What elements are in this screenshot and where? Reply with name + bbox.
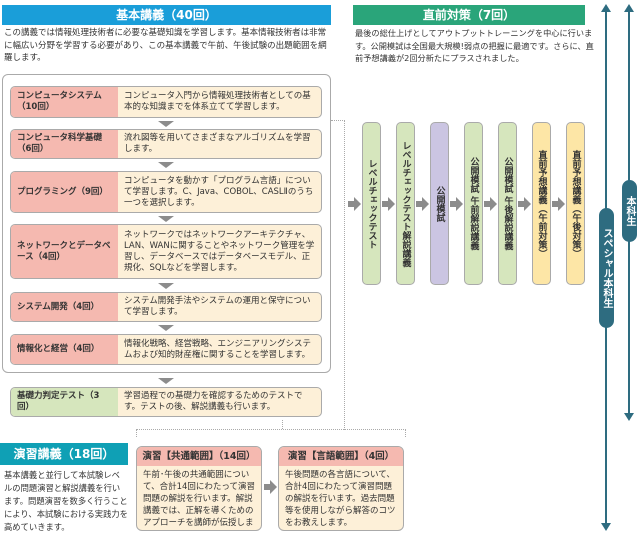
course-text: ネットワークではネットワークアーキテクチャ、LAN、WANに関することやネットワ…: [124, 229, 315, 273]
special-honkasei-label: スペシャル本科生: [599, 208, 614, 328]
exercise-common-text: 午前･午後の共通範囲について、合計14回にわたって演習問題の解説を行います。解説…: [143, 470, 255, 528]
step-forecast-pm: 直前予想講義（午後対策）: [566, 122, 585, 285]
course-name: システム開発（4回）: [11, 293, 118, 321]
test-name: 基礎力判定テスト（3回）: [11, 388, 118, 416]
exercise-lecture-description: 基本講義と並行して本試験レベルの問題演習と解説講義を行います。問題演習を数多く行…: [4, 470, 128, 532]
course-name: 情報化と経営（4回）: [11, 335, 118, 364]
down-arrow-icon: [158, 162, 174, 168]
down-arrow-icon: [158, 121, 174, 127]
exercise-language-text: 午後問題の各言語について、合計4回にわたって演習問題の解説を行います。過去問題等…: [285, 470, 396, 528]
connector-line: [344, 120, 345, 430]
step-forecast-am: 直前予想講義（午前対策）: [532, 122, 551, 285]
course-name: コンピュータシステム（10回）: [11, 87, 118, 117]
honkasei-label: 本科生: [622, 180, 637, 242]
right-arrow-icon: [348, 197, 361, 211]
step-level-check-review: レベルチェックテスト解説講義: [396, 122, 415, 285]
course-row: システム開発（4回） システム開発手法やシステムの運用と保守について学習します。: [10, 292, 322, 322]
course-text: 情報化戦略、経営戦略、エンジニアリングシステムおよび知的財産権に関することを学習…: [124, 338, 312, 360]
right-arrow-icon: [382, 197, 395, 211]
down-arrow-icon: [624, 413, 634, 421]
exercise-language-box: 演習【言語範囲】（4回） 午後問題の各言語について、合計4回にわたって演習問題の解…: [278, 446, 404, 531]
down-arrow-icon: [158, 283, 174, 289]
course-row: コンピュータ科学基礎（6回） 流れ図等を用いてさまざまなアルゴリズムを学習します。: [10, 129, 322, 159]
test-text: 学習過程での基礎力を確認するためのテストです。テストの後、解説講義も行います。: [124, 391, 303, 412]
course-row: プログラミング（9回）コンピュータを動かす「プログラム言語」について学習します。…: [10, 171, 322, 213]
course-row: コンピュータシステム（10回） コンピュータ入門から情報処理技術者としての基本的な…: [10, 86, 322, 118]
basic-lecture-description: この講義では情報処理技術者に必要な基礎知識を学習します。基本情報技術者は非常に幅…: [4, 28, 327, 63]
final-prep-description: 最後の総仕上げとしてアウトプットトレーニングを中心に行います。公開模試は全国最大…: [355, 28, 594, 63]
course-name: コンピュータ科学基礎（6回）: [11, 130, 118, 158]
exercise-language-title: 演習【言語範囲】（4回）: [279, 447, 403, 466]
right-arrow-icon: [518, 197, 531, 211]
course-text: コンピュータを動かす「プログラム言語」について学習します。C、Java、COBO…: [124, 175, 314, 208]
right-arrow-icon: [450, 197, 463, 211]
right-arrow-icon: [552, 197, 565, 211]
basic-lecture-header: 基本講義（40回）: [2, 5, 331, 25]
up-arrow-icon: [601, 4, 611, 12]
down-arrow-icon: [158, 216, 174, 222]
exercise-lecture-header: 演習講義（18回）: [0, 443, 128, 465]
step-mock-pm-review: 公開模試 午後解説講義: [498, 122, 517, 285]
course-text: 流れ図等を用いてさまざまなアルゴリズムを学習します。: [124, 133, 311, 154]
right-arrow-icon: [416, 197, 429, 211]
right-arrow-icon: [264, 480, 277, 494]
step-mock-am-review: 公開模試 午前解説講義: [464, 122, 483, 285]
course-text: システム開発手法やシステムの運用と保守について学習します。: [124, 296, 311, 317]
down-arrow-icon: [158, 325, 174, 331]
exercise-common-title: 演習【共通範囲】（14回）: [137, 447, 261, 466]
right-arrow-icon: [484, 197, 497, 211]
final-prep-header: 直前対策（7回）: [353, 5, 585, 25]
up-arrow-icon: [624, 4, 634, 12]
down-arrow-icon: [601, 523, 611, 531]
connector-line: [331, 120, 345, 121]
course-row: 情報化と経営（4回） 情報化戦略、経営戦略、エンジニアリングシステムおよび知的財産…: [10, 334, 322, 365]
step-mock-exam: 公開模試: [430, 122, 449, 285]
course-name: プログラミング（9回）: [11, 172, 118, 212]
test-row: 基礎力判定テスト（3回） 学習過程での基礎力を確認するためのテストです。テストの後…: [10, 387, 322, 417]
course-text: コンピュータ入門から情報処理技術者としての基本的な知識までを体系立てて学習します…: [124, 91, 311, 112]
exercise-common-box: 演習【共通範囲】（14回） 午前･午後の共通範囲について、合計14回にわたって演習…: [136, 446, 262, 531]
basic-lecture-container: [2, 74, 331, 373]
connector-line: [282, 420, 283, 429]
connector-line: [136, 429, 406, 437]
course-row: ネットワークとデータベース（4回）ネットワークではネットワークアーキテクチャ、L…: [10, 224, 322, 279]
down-arrow-icon: [158, 378, 174, 384]
course-name: ネットワークとデータベース（4回）: [11, 225, 118, 278]
step-level-check: レベルチェックテスト: [362, 122, 381, 285]
